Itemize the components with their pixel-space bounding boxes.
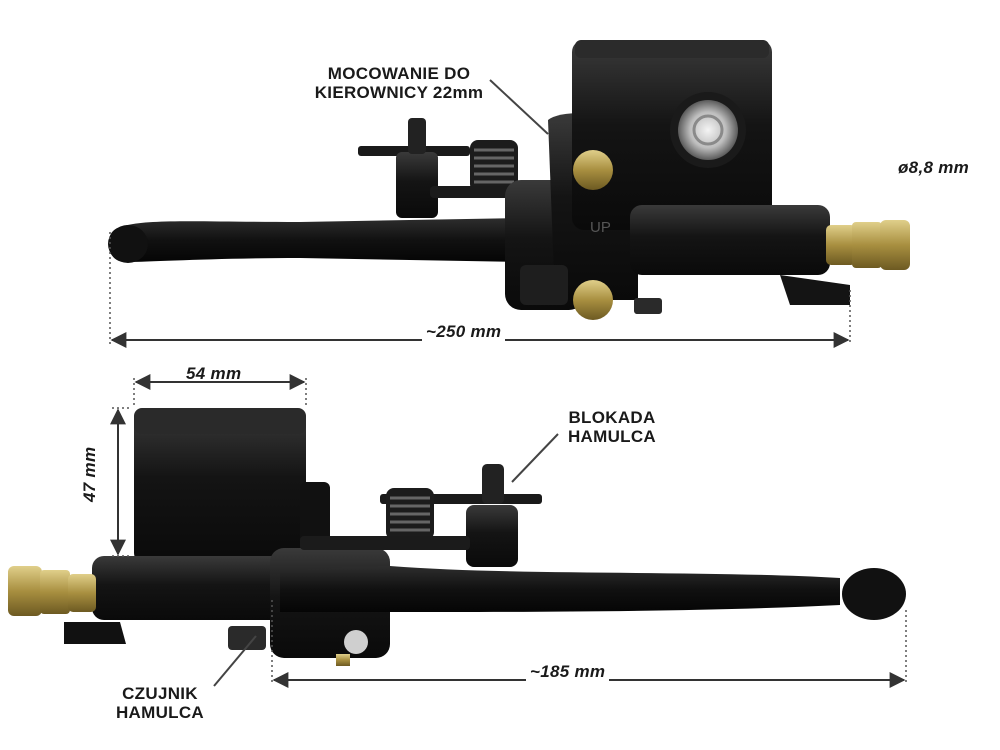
upper-lock-pin	[408, 118, 426, 154]
lower-lever-tip	[842, 568, 906, 620]
upper-spring	[474, 148, 514, 184]
height-reservoir-label: 47 mm	[80, 446, 99, 502]
upper-sensor	[520, 265, 568, 305]
lower-lock-cylinder	[466, 505, 518, 567]
lower-spring	[390, 496, 430, 532]
mounting-label-line2: KIEROWNICY 22mm	[314, 83, 484, 102]
sensor-label-line1: CZUJNIK	[122, 684, 198, 703]
upper-clamp-bolt-top	[573, 150, 613, 190]
width-reservoir-label: 54 mm	[186, 364, 242, 383]
sensor-label: CZUJNIK HAMULCA	[102, 684, 218, 722]
mounting-label-line1: MOCOWANIE DO	[327, 64, 471, 83]
lower-cylinder-body	[92, 556, 302, 620]
sensor-leader-line	[213, 635, 257, 687]
upper-up-mark: UP	[590, 219, 611, 236]
width-reservoir-dimension	[133, 374, 307, 406]
lock-label-line2: HAMULCA	[567, 427, 657, 446]
length-total-label: ~250 mm	[422, 322, 506, 341]
lever-length-label: ~185 mm	[526, 662, 610, 681]
lower-banjo-bolt	[8, 566, 42, 616]
lock-leader-line	[511, 433, 559, 483]
upper-lever-tip	[108, 225, 148, 263]
mounting-label: MOCOWANIE DO KIEROWNICY 22mm	[292, 64, 506, 102]
lower-lever	[280, 566, 840, 612]
lower-lock-pin	[482, 464, 504, 504]
lock-label: BLOKADA HAMULCA	[554, 408, 670, 446]
upper-clamp-bolt-bottom	[573, 280, 613, 320]
lower-reservoir	[134, 408, 306, 563]
lower-brake-unit	[8, 408, 906, 666]
mounting-leader-line	[489, 79, 549, 135]
sensor-label-line2: HAMULCA	[115, 703, 205, 722]
upper-brake-unit: UP	[108, 40, 910, 320]
lock-label-line1: BLOKADA	[568, 408, 656, 427]
bolt-diameter-label: ø8,8 mm	[898, 158, 970, 177]
upper-banjo-bolt	[826, 225, 856, 265]
lower-sensor	[228, 626, 266, 650]
height-reservoir-dimension	[110, 407, 132, 557]
upper-cylinder-body	[630, 205, 830, 275]
upper-lever	[108, 218, 521, 262]
upper-lock-cylinder	[396, 152, 438, 218]
